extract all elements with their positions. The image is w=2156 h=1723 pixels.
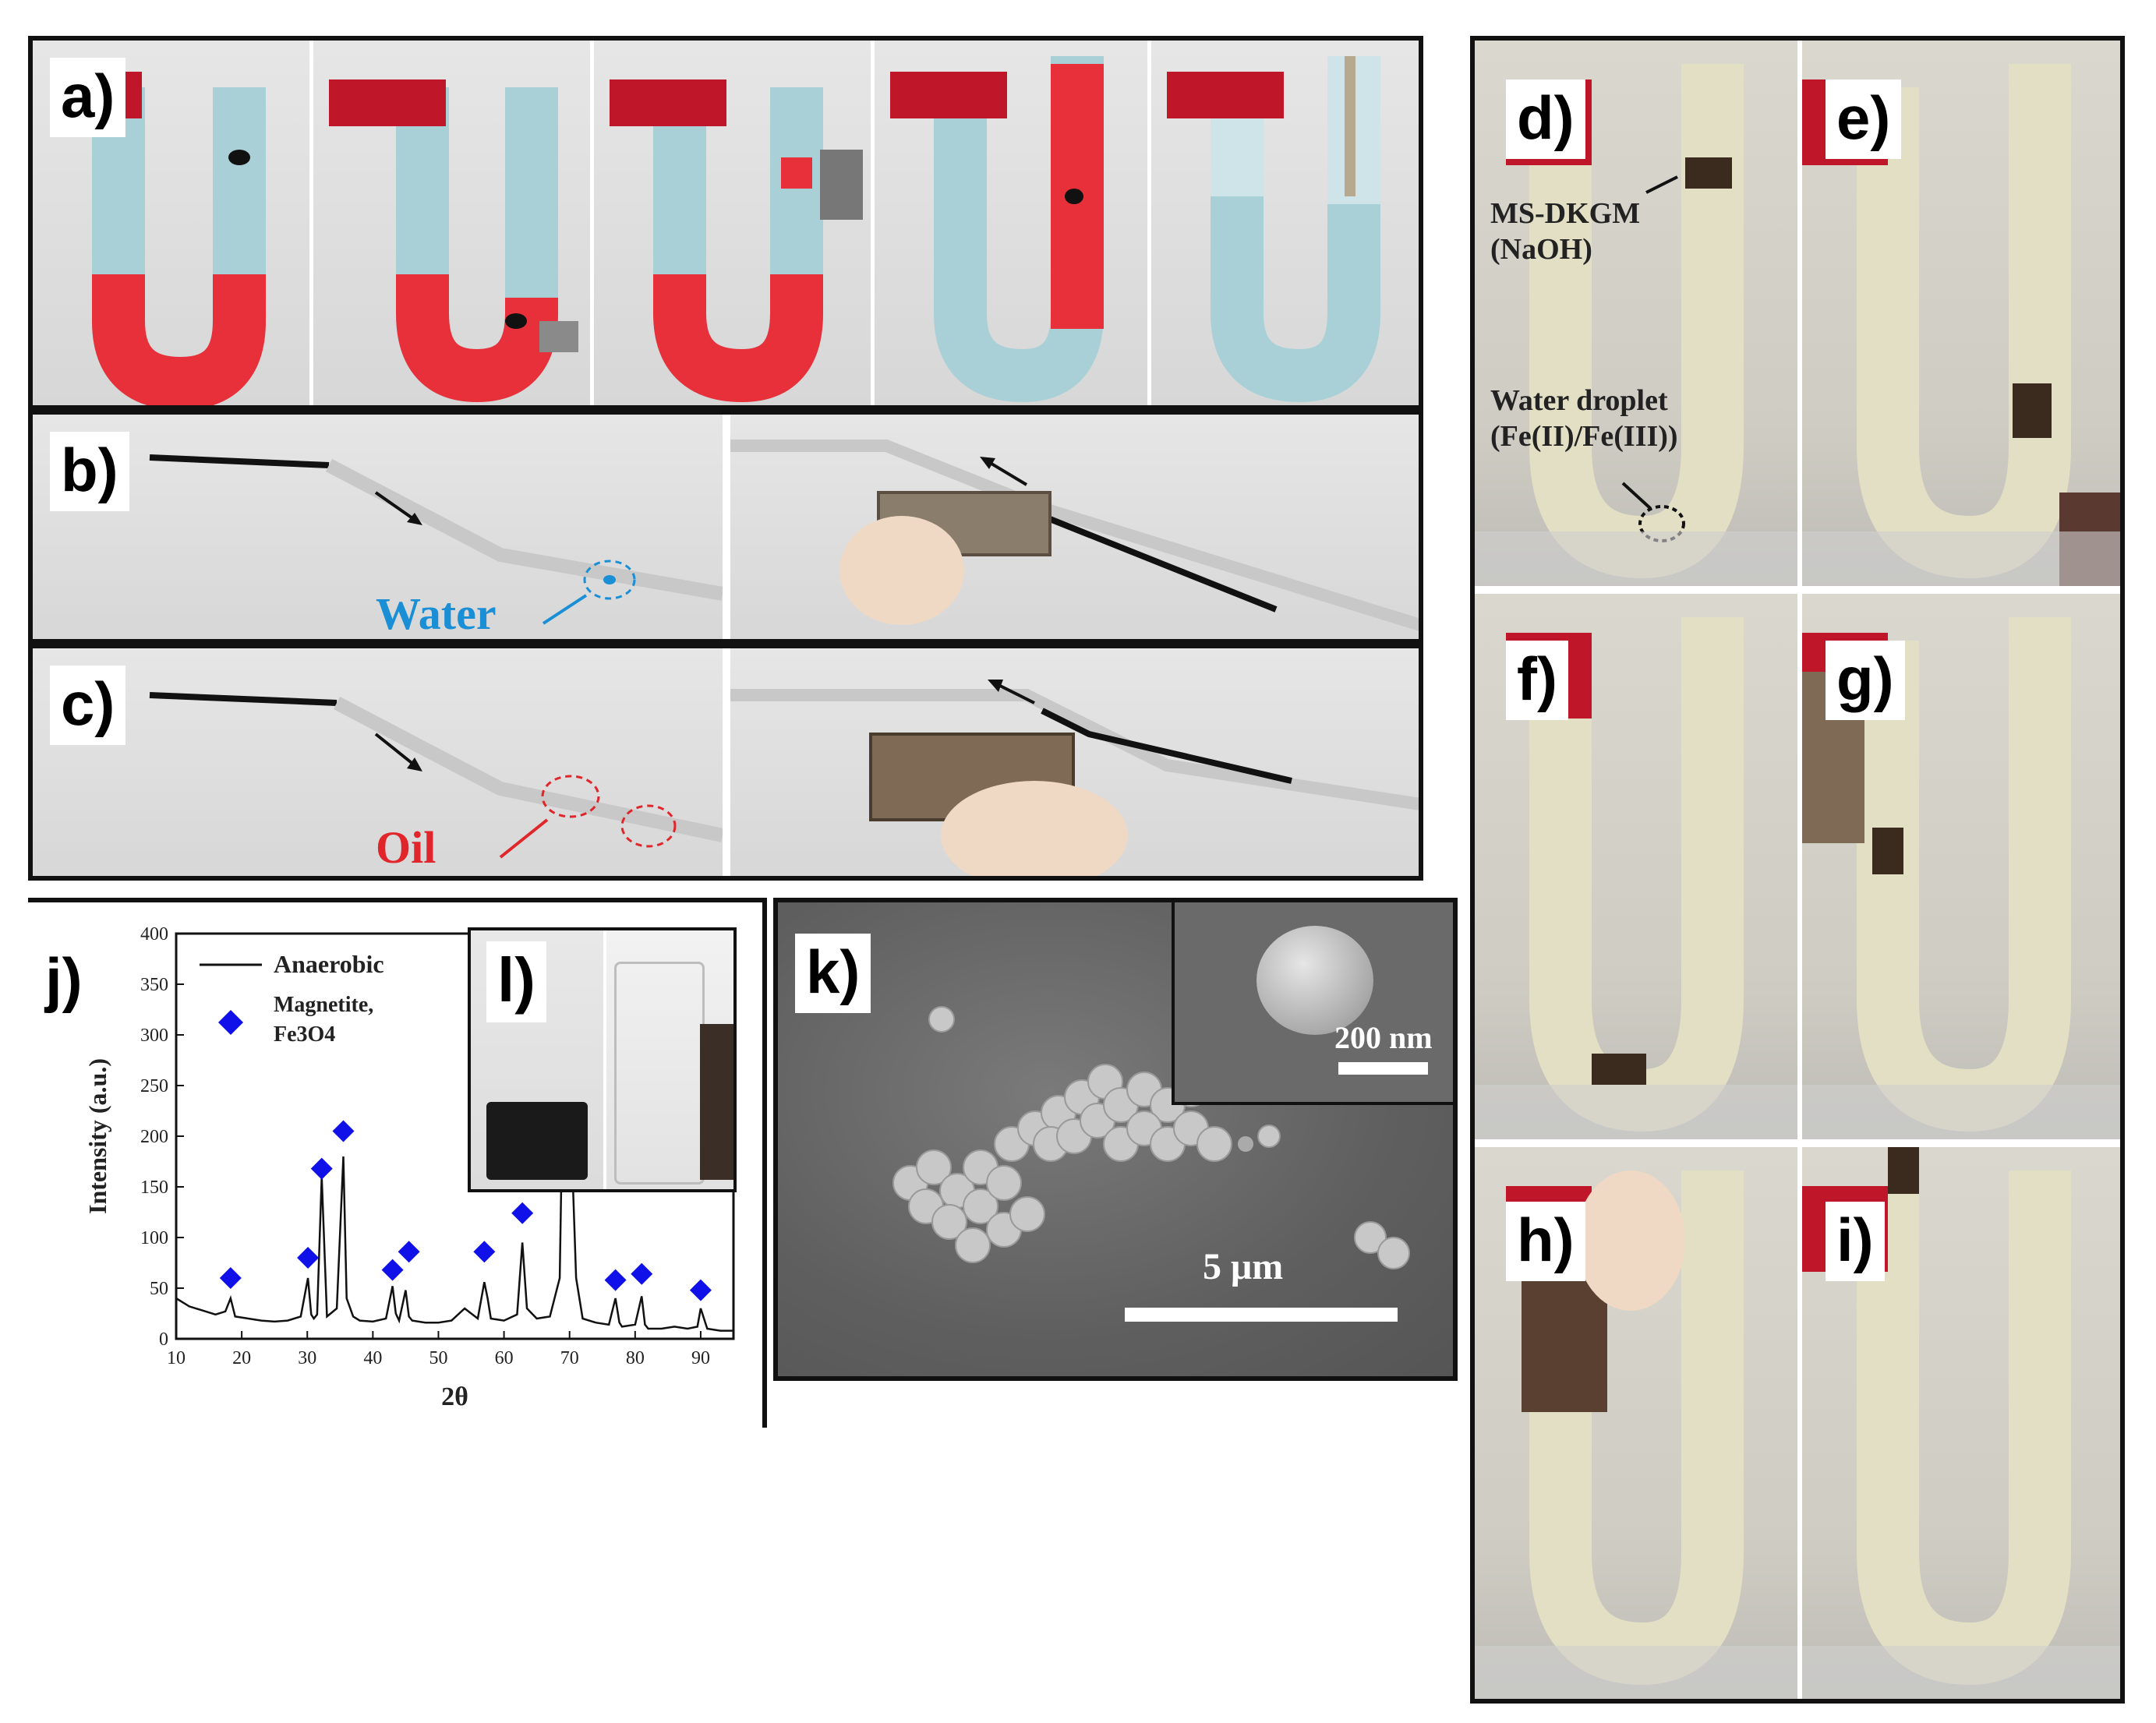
magnetite-marker bbox=[381, 1259, 404, 1281]
x-tick-label: 60 bbox=[495, 1348, 514, 1368]
panel-k-label: k) bbox=[795, 934, 871, 1013]
panel-a-photo-4 bbox=[875, 41, 1147, 405]
tube-illustration bbox=[149, 454, 723, 625]
main-scale-bar bbox=[1125, 1308, 1398, 1322]
panel-e-photo: e) bbox=[1802, 41, 2120, 586]
panel-a-frame: a) bbox=[28, 36, 1423, 410]
legend-label-magnetite-line-2: Fe3O4 bbox=[274, 1022, 335, 1047]
series-line-anaerobic bbox=[175, 1004, 733, 1332]
magnetite-marker bbox=[398, 1241, 420, 1263]
panel-a-photo-1: a) bbox=[33, 41, 309, 405]
x-tick-label: 50 bbox=[429, 1348, 447, 1368]
y-tick-label: 250 bbox=[140, 1076, 168, 1096]
u-tube-illustration bbox=[610, 79, 863, 403]
y-tick-label: 50 bbox=[150, 1279, 168, 1299]
water-annotation: Water bbox=[376, 588, 497, 639]
panel-i-photo: i) bbox=[1802, 1147, 2120, 1699]
xrd-chart: 10 20 30 40 50 60 70 80 90 0 50 100 150 200 250 300 350 4… bbox=[83, 924, 735, 1411]
magnetite-marker bbox=[219, 1267, 242, 1289]
clear-vial bbox=[614, 962, 705, 1185]
panel-a-photo-2 bbox=[313, 41, 590, 405]
panel-a-label: a) bbox=[50, 58, 126, 137]
ms-dkgm-annotation: MS-DKGM (NaOH) bbox=[1490, 196, 1640, 267]
panel-a-photo-5 bbox=[1151, 41, 1419, 405]
x-tick-label: 70 bbox=[560, 1348, 579, 1368]
y-tick-label: 150 bbox=[140, 1178, 168, 1198]
u-tube-illustration bbox=[1475, 617, 1797, 1139]
u-tube-illustration bbox=[329, 79, 578, 403]
legend-diamond-swatch bbox=[218, 1010, 243, 1035]
panel-l-frame: l) bbox=[468, 927, 737, 1192]
plot-area: 10 20 30 40 50 60 70 80 90 0 50 100 150 200 250 300 350 4… bbox=[83, 924, 735, 1411]
magnet-block bbox=[700, 1024, 733, 1180]
legend-label-anaerobic: Anaerobic bbox=[274, 950, 384, 978]
y-tick-label: 0 bbox=[159, 1329, 168, 1350]
panel-h-label: h) bbox=[1506, 1202, 1585, 1281]
black-suspension-vial bbox=[486, 1102, 588, 1180]
magnetite-marker bbox=[604, 1269, 627, 1291]
water-droplet-annotation: Water droplet (Fe(II)/Fe(III)) bbox=[1490, 383, 1678, 454]
tube-illustration bbox=[730, 440, 1419, 631]
y-tick-label: 400 bbox=[140, 924, 168, 944]
panel-h-photo: h) bbox=[1475, 1147, 1797, 1699]
panel-a-photo-3 bbox=[594, 41, 871, 405]
x-tick-label: 40 bbox=[363, 1348, 382, 1368]
panel-b-photo-right bbox=[730, 415, 1419, 639]
inset-scale-bar bbox=[1338, 1062, 1428, 1075]
x-tick-label: 80 bbox=[626, 1348, 645, 1368]
panel-l-photo-right bbox=[606, 930, 733, 1189]
x-axis-label: 2θ bbox=[441, 1382, 468, 1411]
y-axis-label: Intensity (a.u.) bbox=[83, 1058, 111, 1214]
magnetite-marker bbox=[297, 1247, 320, 1269]
panel-k-sem-image: 200 nm 5 μm bbox=[778, 902, 1453, 1376]
magnetite-marker bbox=[631, 1262, 653, 1285]
oil-annotation: Oil bbox=[376, 822, 437, 873]
y-tick-label: 100 bbox=[140, 1228, 168, 1248]
panel-b-label: b) bbox=[50, 432, 129, 511]
tube-illustration bbox=[149, 692, 723, 859]
u-tube-illustration bbox=[890, 56, 1104, 403]
u-tube-illustration bbox=[1167, 56, 1380, 403]
y-tick-label: 200 bbox=[140, 1127, 168, 1147]
panel-f-label: f) bbox=[1506, 641, 1568, 720]
magnetite-marker bbox=[310, 1157, 333, 1180]
magnetite-marker bbox=[511, 1202, 534, 1224]
single-particle bbox=[1256, 926, 1373, 1035]
y-tick-label: 300 bbox=[140, 1026, 168, 1046]
panel-g-photo: g) bbox=[1802, 594, 2120, 1139]
inset-scale-label: 200 nm bbox=[1334, 1020, 1433, 1055]
panel-d-label: d) bbox=[1506, 79, 1585, 159]
main-scale-label: 5 μm bbox=[1203, 1246, 1284, 1287]
x-tick-label: 20 bbox=[232, 1348, 251, 1368]
panel-d-i-frame: MS-DKGM (NaOH) Water droplet (Fe(II)/Fe(… bbox=[1470, 36, 2125, 1704]
x-tick-label: 10 bbox=[167, 1348, 186, 1368]
tube-illustration bbox=[730, 680, 1419, 876]
magnetite-marker bbox=[332, 1120, 355, 1142]
panel-c-photo-right bbox=[730, 648, 1419, 876]
legend-label-magnetite-line-1: Magnetite, bbox=[274, 993, 373, 1017]
panel-j-label: j) bbox=[45, 945, 83, 1014]
magnetite-marker bbox=[689, 1279, 712, 1301]
panel-k-frame: 200 nm 5 μm k) bbox=[773, 898, 1458, 1381]
panel-c-label: c) bbox=[50, 666, 126, 745]
ms-dkgm-line-2: (NaOH) bbox=[1490, 232, 1592, 266]
x-tick-label: 90 bbox=[691, 1348, 710, 1368]
panel-f-photo: f) bbox=[1475, 594, 1797, 1139]
panel-i-label: i) bbox=[1826, 1202, 1885, 1281]
panel-g-label: g) bbox=[1826, 641, 1905, 720]
panel-c-photo-left: Oil c) bbox=[33, 648, 723, 876]
panel-k-inset: 200 nm bbox=[1172, 902, 1453, 1105]
panel-b-photo-left: Water b) bbox=[33, 415, 723, 639]
panel-c-frame: Oil c) bbox=[28, 644, 1423, 881]
water-droplet-line-1: Water droplet bbox=[1490, 384, 1668, 417]
panel-b-frame: Water b) bbox=[28, 410, 1423, 644]
panel-l-label: l) bbox=[486, 941, 546, 1022]
x-tick-label: 30 bbox=[298, 1348, 316, 1368]
water-droplet-line-2: (Fe(II)/Fe(III)) bbox=[1490, 419, 1678, 453]
y-tick-label: 350 bbox=[140, 975, 168, 995]
magnetite-marker bbox=[473, 1241, 496, 1263]
ms-dkgm-line-1: MS-DKGM bbox=[1490, 197, 1641, 230]
panel-d-photo: MS-DKGM (NaOH) Water droplet (Fe(II)/Fe(… bbox=[1475, 41, 1797, 586]
panel-e-label: e) bbox=[1826, 79, 1902, 159]
